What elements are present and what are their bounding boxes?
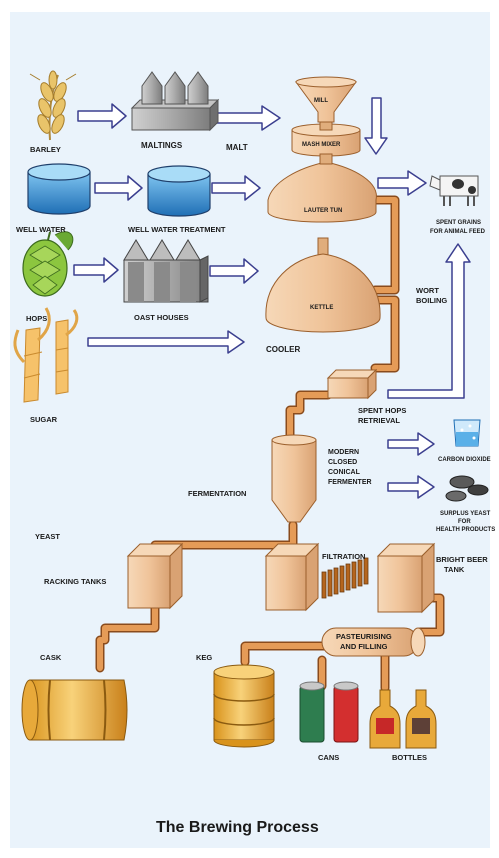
bright-beer-tank-icon [376,542,436,614]
label-barley: BARLEY [30,145,61,154]
label-animal-feed: FOR ANIMAL FEED [430,229,486,235]
well-water-icon [27,163,91,215]
label-closed: CLOSED [328,459,357,466]
filtration-tank-icon [264,542,320,612]
label-oast-houses: OAST HOUSES [134,313,189,322]
label-pasteurising: PASTEURISING [336,632,392,641]
label-boiling: BOILING [416,296,447,305]
label-retrieval: RETRIEVAL [358,416,400,425]
label-fermentation: FERMENTATION [188,489,246,498]
label-surplus-yeast: SURPLUS YEAST [440,511,491,517]
label-yeast: YEAST [35,532,60,541]
water-treatment-icon [147,165,211,217]
label-health-products: HEALTH PRODUCTS [436,527,495,533]
spent-hops-vessel-icon [326,368,378,400]
label-well-water-treatment: WELL WATER TREATMENT [128,225,226,234]
lauter-tun-icon [267,153,377,223]
label-for: FOR [458,519,471,525]
arrow-spent-grains [377,170,427,196]
keg-icon [213,664,275,748]
label-mill: MILL [314,98,328,104]
mash-mixer-icon [291,121,361,157]
label-filtration: FILTRATION [322,552,365,561]
label-bright-beer: BRIGHT BEER [436,555,488,564]
label-and-filling: AND FILLING [340,642,388,651]
label-cans: CANS [318,753,339,762]
cans-icon [299,681,359,743]
label-bottles: BOTTLES [392,753,427,762]
label-cask: CASK [40,653,62,662]
label-modern: MODERN [328,449,359,456]
label-malt: MALT [226,143,248,152]
arrow-spent-hops-up [387,243,471,399]
bottles-icon [369,689,437,749]
label-spent-grains: SPENT GRAINS [436,220,481,226]
mill-icon [295,76,357,123]
label-cooler: COOLER [266,345,300,354]
pasteuriser-icon [321,627,426,657]
label-maltings: MALTINGS [141,141,183,150]
oast-houses-icon [123,239,209,303]
maltings-icon [130,71,220,132]
kettle-icon [265,237,381,333]
arrow-oast-to-kettle [209,258,259,284]
hops-icon [22,231,74,297]
pipes [95,195,445,693]
label-mash-mixer: MASH MIXER [302,142,341,148]
label-keg: KEG [196,653,212,662]
arrow-mill-down [364,97,388,155]
carbon-dioxide-icon [453,419,481,447]
label-lauter-tun: LAUTER TUN [304,208,342,214]
arrow-sugar-to-cooler [87,330,245,354]
label-tank: TANK [444,565,465,574]
label-conical: CONICAL [328,469,361,476]
label-racking-tanks: RACKING TANKS [44,577,106,586]
filter-plates-icon [321,557,369,599]
label-kettle: KETTLE [310,305,333,311]
diagram-title: The Brewing Process [156,819,319,836]
sugar-icon [13,307,79,403]
label-well-water: WELL WATER [16,225,66,234]
label-hops: HOPS [26,314,47,323]
label-fermenter: FERMENTER [328,479,372,486]
arrow-surplus-yeast [387,475,435,499]
flow-arrows [73,97,471,499]
arrow-maltings-to-mill [212,105,281,131]
racking-tank-icon [126,542,184,610]
label-wort: WORT [416,286,439,295]
fermenter-icon [271,434,317,523]
label-carbon-dioxide: CARBON DIOXIDE [438,457,491,463]
arrow-hops-to-oast [73,257,119,283]
barley-icon [29,70,77,141]
arrow-well-to-treatment [94,175,143,201]
arrow-treatment-to-tun [211,175,261,201]
arrow-carbon-dioxide [387,432,435,456]
arrow-barley-to-maltings [77,103,127,129]
label-spent-hops: SPENT HOPS [358,406,406,415]
cow-icon [429,175,479,206]
label-sugar: SUGAR [30,415,58,424]
surplus-yeast-icon [445,475,489,502]
cask-icon [21,679,128,741]
